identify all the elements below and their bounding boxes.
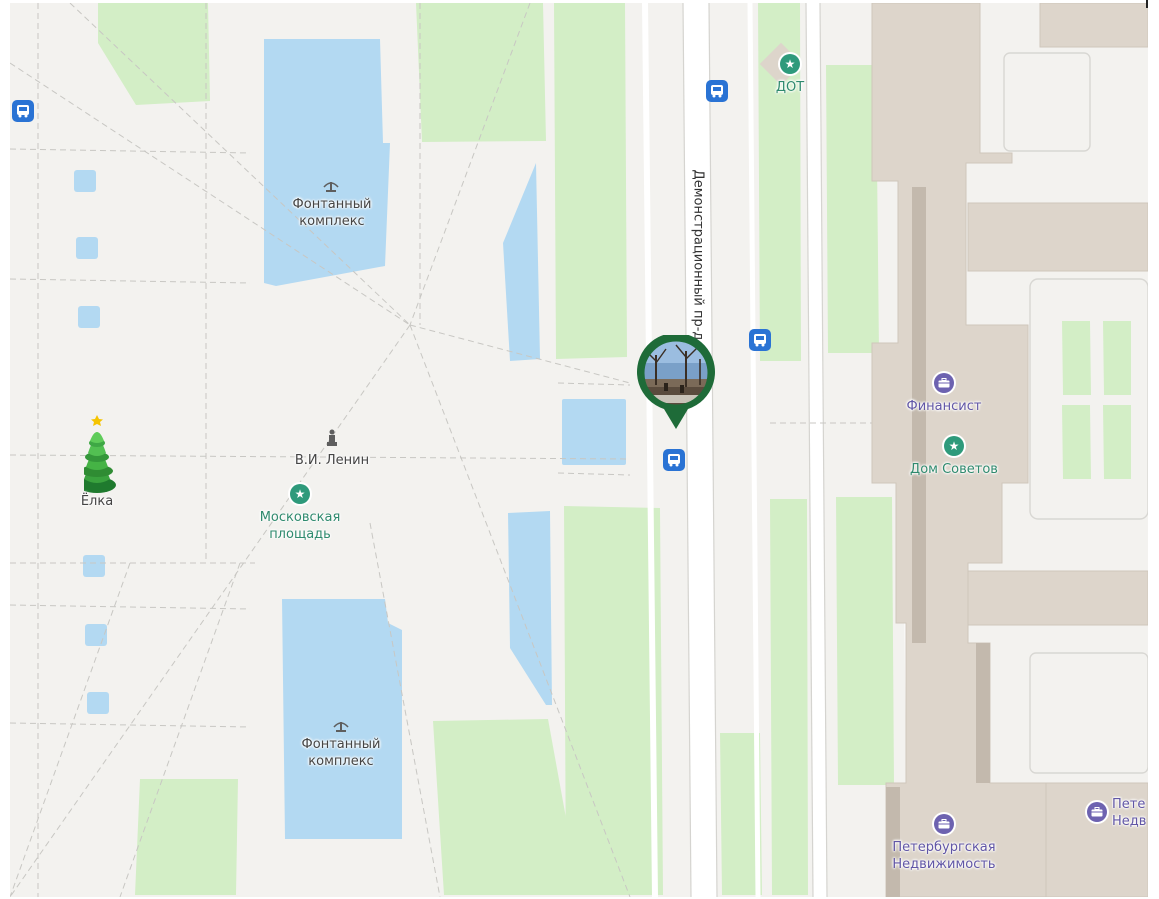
poi-label-lenin[interactable]: В.И. Ленин (294, 453, 370, 468)
monument-icon (326, 429, 338, 451)
poi-label-dot[interactable]: ДОТ (775, 80, 805, 95)
poi-label-spb-realty-cut[interactable]: Пете Недв (1112, 797, 1146, 829)
fountain-icon (332, 717, 350, 737)
star-icon[interactable]: ★ (944, 436, 964, 456)
poi-label-spb-realty[interactable]: Петербургская Недвижимость (892, 840, 996, 872)
photo-pin-marker[interactable] (636, 332, 716, 431)
building-shadows (886, 187, 990, 897)
poi-label-fountain-top[interactable]: Фонтанный комплекс (292, 197, 372, 229)
fountain-icon (322, 177, 340, 197)
poi-label-finansist[interactable]: Финансист (906, 399, 982, 414)
map-base-layer (10, 3, 1148, 897)
courtyard-lines (1003, 52, 1148, 774)
map-canvas[interactable]: Демонстрационный пр-д Фонтанный комплекс… (10, 3, 1148, 897)
bus-stop-icon[interactable] (706, 80, 728, 102)
poi-label-dom-sovetov[interactable]: Дом Советов (910, 462, 998, 477)
star-icon[interactable]: ★ (290, 484, 310, 504)
briefcase-icon[interactable] (1087, 802, 1107, 822)
poi-label-fountain-bottom[interactable]: Фонтанный комплекс (301, 737, 381, 769)
photo-thumbnail (643, 340, 709, 406)
window-edge-mark (1146, 0, 1148, 8)
briefcase-icon[interactable] (934, 814, 954, 834)
road-edges (682, 3, 828, 897)
park-areas (98, 3, 1131, 895)
buildings (871, 3, 1148, 897)
briefcase-icon[interactable] (934, 373, 954, 393)
bus-stop-icon[interactable] (749, 329, 771, 351)
water-areas (74, 39, 626, 839)
christmas-tree-icon[interactable] (78, 413, 128, 499)
bus-stop-icon[interactable] (663, 449, 685, 471)
bus-stop-icon[interactable] (12, 100, 34, 122)
footpaths (10, 3, 900, 897)
street-label: Демонстрационный пр-д (690, 169, 706, 341)
star-icon[interactable]: ★ (780, 54, 800, 74)
poi-label-tree[interactable]: Ёлка (80, 494, 114, 509)
poi-label-square[interactable]: Московская площадь (259, 510, 341, 542)
